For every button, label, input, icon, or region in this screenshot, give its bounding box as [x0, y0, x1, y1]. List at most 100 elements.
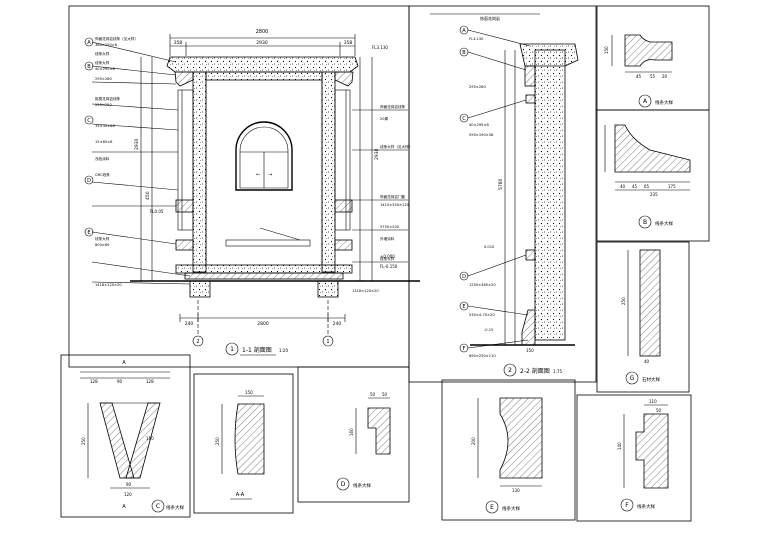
section-aa-title: A-A: [236, 492, 245, 498]
detail-d-title: 线条大样: [353, 482, 371, 489]
svg-text:200: 200: [471, 437, 476, 445]
detail-e: 200 130 E 线条大样: [471, 397, 543, 514]
svg-text:挑檐花岗岩线条: 挑檐花岗岩线条: [95, 96, 121, 101]
detail-g-title: 石材大样: [642, 376, 660, 383]
section-11-ref: 1: [230, 346, 234, 353]
svg-text:0.010: 0.010: [484, 245, 495, 249]
svg-text:800×60: 800×60: [95, 243, 110, 247]
svg-text:250: 250: [81, 437, 86, 445]
svg-text:110: 110: [649, 399, 657, 404]
svg-text:5750×200: 5750×200: [380, 225, 400, 229]
svg-text:90: 90: [117, 379, 123, 384]
svg-text:15×60×8: 15×60×8: [95, 140, 113, 144]
detail-a: 150 45 55 20 A 线条大样: [604, 34, 673, 108]
frame-detail-d: [297, 366, 410, 503]
svg-text:线条大样: 线条大样: [95, 51, 110, 56]
svg-text:120: 120: [124, 492, 132, 497]
section-22-drawing: 5780 饰面花岗岩 A B C D E F FL3.130 295×280 4…: [430, 13, 579, 377]
svg-text:外墙涂料: 外墙涂料: [380, 236, 395, 241]
frame-detail-b: [596, 109, 710, 242]
svg-text:饰面花岗岩门套: 饰面花岗岩门套: [380, 194, 406, 199]
svg-text:90: 90: [126, 482, 132, 487]
svg-text:530×4-70×20: 530×4-70×20: [469, 313, 495, 317]
detail-c-section-mark-top: A: [122, 360, 126, 366]
s22-callout-c: C: [462, 116, 466, 122]
detail-b-label: B: [643, 219, 647, 226]
s22-callout-d: D: [462, 274, 466, 280]
frame-section-22: [408, 5, 597, 383]
svg-text:235: 235: [650, 192, 658, 197]
frame-detail-c: [60, 354, 191, 518]
svg-text:128: 128: [146, 379, 154, 384]
dim-top-1: 2800: [256, 29, 269, 35]
elev-top: FL3.130: [372, 45, 388, 50]
elev-floor: FL0.05: [150, 209, 164, 214]
svg-text:690×230×110: 690×230×110: [469, 354, 496, 358]
svg-text:160: 160: [349, 428, 354, 436]
svg-text:1410×350×120: 1410×350×120: [380, 203, 410, 207]
section-22-dim-height: 5780: [498, 178, 504, 190]
detail-f: 110 50 140 F 线条大样: [617, 399, 669, 512]
svg-text:55: 55: [650, 74, 656, 79]
dim-bottom-2: 2800: [257, 321, 269, 327]
section-22-scale: 1:75: [553, 369, 562, 374]
axis-2: 2: [196, 339, 199, 345]
callout-c-left: C: [87, 118, 91, 124]
dim-bottom-1: 240: [185, 321, 194, 327]
section-aa: 150 250 A-A: [215, 390, 265, 500]
s22-callout-e: E: [462, 304, 465, 310]
frame-section-aa: [193, 373, 294, 514]
section-22-ref: 2: [508, 367, 512, 374]
detail-c: A 128 90 128 250 110 90 120 A C 线条大样: [80, 360, 184, 513]
svg-text:线条大样（见大样）: 线条大样（见大样）: [380, 144, 412, 149]
detail-f-title: 线条大样: [637, 503, 655, 510]
detail-b-title: 线条大样: [655, 220, 673, 227]
svg-text:FL3.130: FL3.130: [469, 37, 484, 41]
s22-callout-a: A: [462, 28, 466, 34]
svg-text:295×280: 295×280: [469, 85, 486, 89]
svg-text:浅色涂料: 浅色涂料: [95, 156, 110, 161]
svg-text:2930: 2930: [134, 138, 140, 150]
section-22-title: 2-2 剖面图: [520, 367, 550, 375]
callout-a-left: A: [87, 40, 91, 46]
s22-callout-f: F: [463, 346, 466, 352]
s22-callout-b: B: [462, 50, 466, 56]
detail-a-title: 线条大样: [655, 99, 673, 106]
svg-text:50: 50: [656, 408, 662, 413]
elev-zero: ±0.000: [380, 254, 395, 259]
section-22-note-top: 饰面花岗岩: [480, 15, 500, 21]
axis-1: 1: [326, 339, 329, 345]
svg-text:线条大样: 线条大样: [380, 256, 395, 261]
left-leaders: [91, 41, 191, 285]
section-11-title: 1-1 剖面图: [242, 346, 272, 354]
svg-text:128: 128: [90, 379, 98, 384]
dim-top-3: 358: [344, 40, 353, 46]
detail-g: 250 40 G 石材大样: [621, 249, 660, 385]
callout-d-left: D: [87, 178, 91, 184]
svg-text:线条大样: 线条大样: [95, 60, 110, 65]
svg-text:→: →: [268, 172, 272, 178]
svg-text:150: 150: [245, 390, 253, 395]
svg-text:150: 150: [604, 46, 609, 54]
svg-text:295×280: 295×280: [95, 77, 112, 81]
detail-c-title: 线条大样: [166, 504, 184, 511]
svg-text:线条大样: 线条大样: [95, 236, 110, 241]
detail-b: 40 45 65 175 235 B 线条大样: [604, 124, 691, 229]
detail-c-section-mark-bottom: A: [122, 504, 126, 510]
detail-f-label: F: [625, 502, 629, 509]
svg-text:40: 40: [620, 184, 626, 189]
frame-detail-g: [596, 241, 690, 393]
svg-text:-0.15: -0.15: [484, 328, 493, 332]
detail-e-title: 线条大样: [502, 505, 520, 512]
svg-text:45: 45: [636, 74, 642, 79]
svg-text:40×295×8: 40×295×8: [469, 123, 489, 127]
detail-c-label: C: [156, 503, 160, 510]
svg-text:65: 65: [644, 184, 650, 189]
dim-top-4: 2930: [256, 40, 268, 46]
svg-text:50: 50: [370, 392, 376, 397]
svg-text:45: 45: [632, 184, 638, 189]
detail-g-label: G: [630, 375, 635, 382]
svg-text:2930: 2930: [374, 148, 380, 160]
svg-text:590×190×58: 590×190×58: [469, 133, 494, 137]
